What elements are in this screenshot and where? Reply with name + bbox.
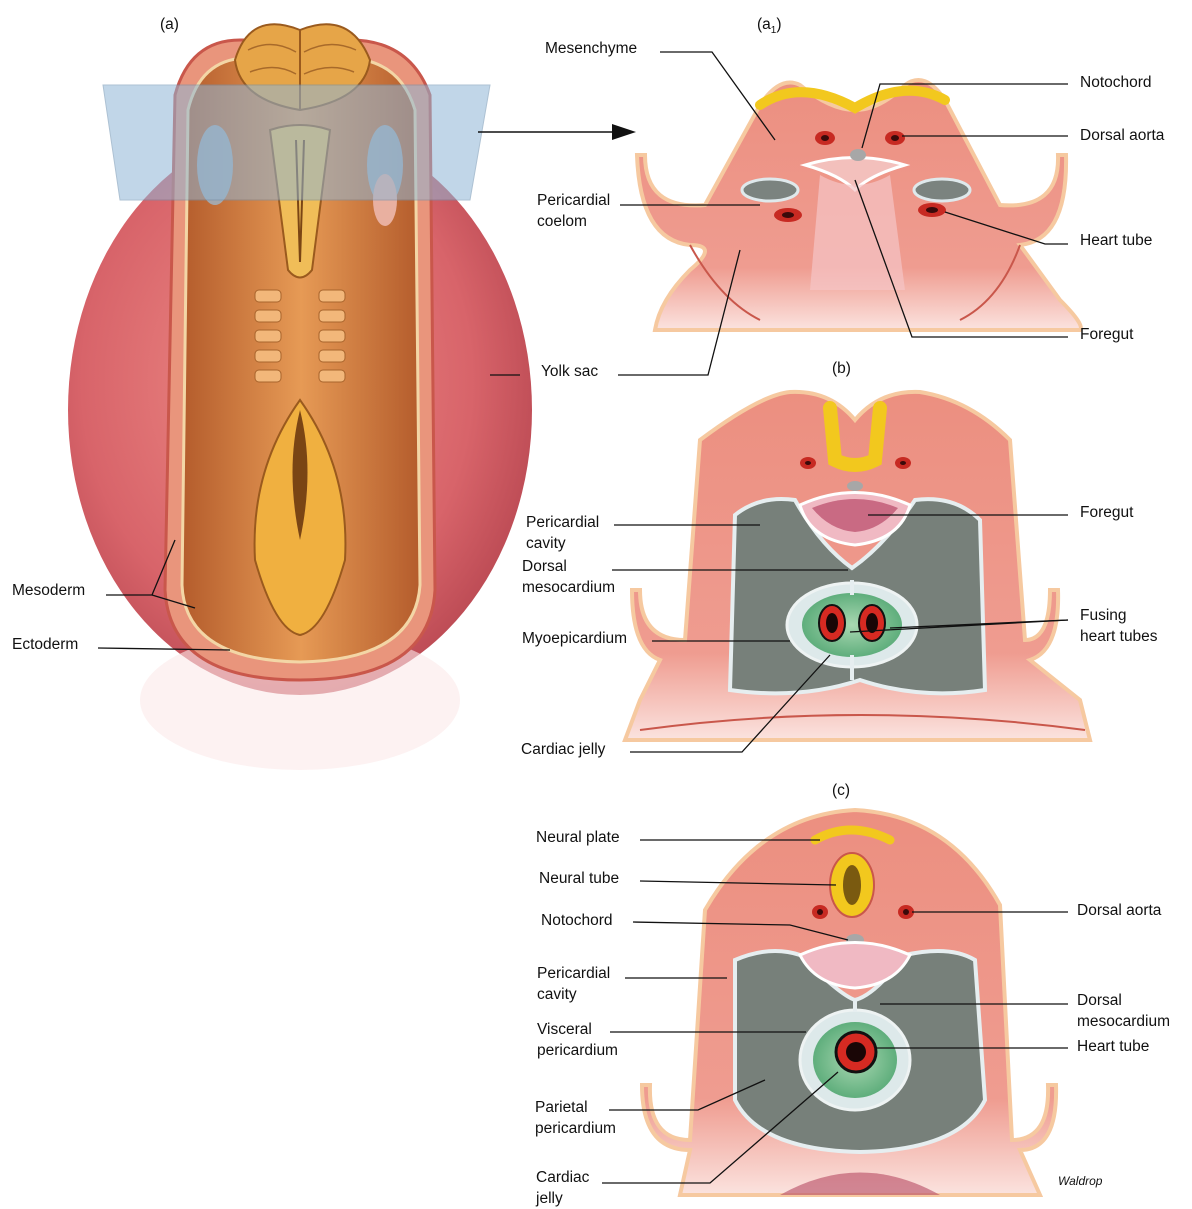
artist-signature: Waldrop <box>1058 1174 1102 1188</box>
panel-label-c: (c) <box>832 782 850 800</box>
label-pericardial-cavity-b-line2: cavity <box>526 533 599 554</box>
label-pericardial-cavity-c-line1: Pericardial <box>537 963 610 984</box>
label-parietal-pericardium-line1: Parietal <box>535 1097 616 1118</box>
label-parietal-pericardium: Parietal pericardium <box>535 1097 616 1139</box>
label-dorsal-mesocardium-c: Dorsal mesocardium <box>1077 990 1170 1032</box>
label-myoepicardium: Myoepicardium <box>522 628 627 649</box>
label-visceral-pericardium-line1: Visceral <box>537 1019 618 1040</box>
label-heart-tube-a1: Heart tube <box>1080 230 1152 251</box>
label-pericardial-coelom-line1: Pericardial <box>537 190 610 211</box>
label-foregut-b: Foregut <box>1080 502 1133 523</box>
label-fusing-heart-tubes: Fusing heart tubes <box>1080 605 1158 647</box>
label-notochord-a1: Notochord <box>1080 72 1152 93</box>
label-pericardial-cavity-c-line2: cavity <box>537 984 610 1005</box>
label-cardiac-jelly-c-line1: Cardiac <box>536 1167 589 1188</box>
label-pericardial-cavity-b-line1: Pericardial <box>526 512 599 533</box>
label-dorsal-aorta-c: Dorsal aorta <box>1077 900 1161 921</box>
label-neural-plate: Neural plate <box>536 827 620 848</box>
label-dorsal-mesocardium-c-line2: mesocardium <box>1077 1011 1170 1032</box>
label-dorsal-mesocardium-b-line1: Dorsal <box>522 556 615 577</box>
label-ectoderm: Ectoderm <box>12 634 78 655</box>
section-arrow <box>478 124 636 140</box>
panel-label-a: (a) <box>160 16 179 34</box>
label-dorsal-aorta-a1: Dorsal aorta <box>1080 125 1164 146</box>
section-plane <box>103 85 490 200</box>
panel-label-a1: (a1) <box>757 16 782 36</box>
label-pericardial-cavity-c: Pericardial cavity <box>537 963 610 1005</box>
a1-notochord <box>850 149 866 161</box>
label-pericardial-coelom: Pericardial coelom <box>537 190 610 232</box>
label-visceral-pericardium: Visceral pericardium <box>537 1019 618 1061</box>
label-fusing-heart-tubes-line1: Fusing <box>1080 605 1158 626</box>
cross-section-b <box>625 392 1090 740</box>
label-dorsal-mesocardium-c-line1: Dorsal <box>1077 990 1170 1011</box>
panel-label-a1-close: ) <box>776 16 781 33</box>
label-cardiac-jelly-b: Cardiac jelly <box>521 739 605 760</box>
embryo-illustration-a <box>68 24 532 770</box>
label-fusing-heart-tubes-line2: heart tubes <box>1080 626 1158 647</box>
label-notochord-c: Notochord <box>541 910 613 931</box>
label-heart-tube-c: Heart tube <box>1077 1036 1149 1057</box>
cross-section-c <box>642 810 1056 1195</box>
label-foregut-a1: Foregut <box>1080 324 1133 345</box>
label-pericardial-coelom-line2: coelom <box>537 211 610 232</box>
label-dorsal-mesocardium-b-line2: mesocardium <box>522 577 615 598</box>
label-mesoderm: Mesoderm <box>12 580 85 601</box>
panel-label-b: (b) <box>832 360 851 378</box>
panel-label-a1-open: (a <box>757 16 771 33</box>
label-cardiac-jelly-c-line2: jelly <box>536 1188 589 1209</box>
label-neural-tube: Neural tube <box>539 868 619 889</box>
label-cardiac-jelly-c: Cardiac jelly <box>536 1167 589 1209</box>
label-visceral-pericardium-line2: pericardium <box>537 1040 618 1061</box>
label-yolk-sac: Yolk sac <box>541 361 598 382</box>
label-parietal-pericardium-line2: pericardium <box>535 1118 616 1139</box>
label-mesenchyme: Mesenchyme <box>545 38 637 59</box>
label-pericardial-cavity-b: Pericardial cavity <box>526 512 599 554</box>
label-dorsal-mesocardium-b: Dorsal mesocardium <box>522 556 615 598</box>
